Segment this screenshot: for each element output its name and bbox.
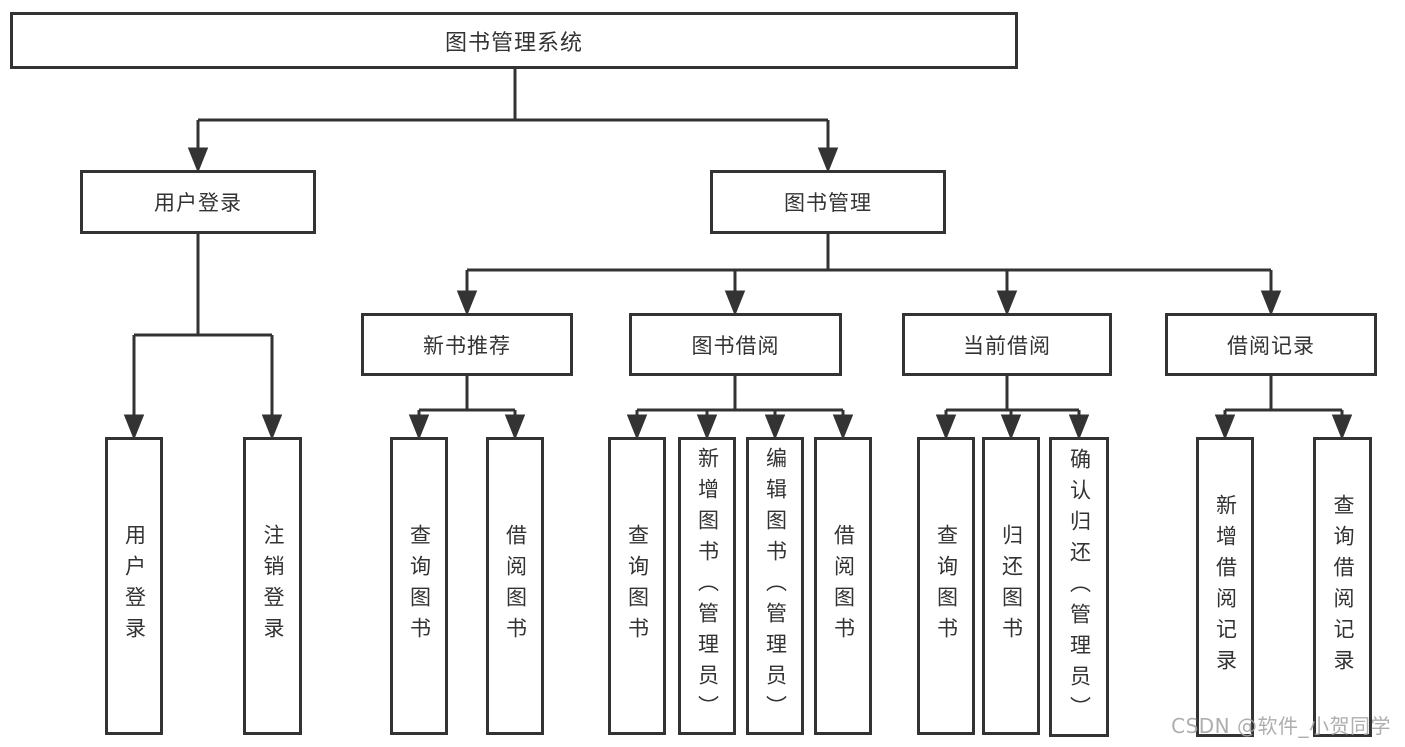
node-user-login: 用户登录 bbox=[80, 170, 316, 234]
arrow-down-icon bbox=[1068, 414, 1090, 441]
leaf-borrow-books: 借阅图书 bbox=[814, 437, 872, 735]
arrow-down-icon bbox=[456, 290, 478, 317]
arrow-down-icon bbox=[187, 147, 209, 174]
leaf-borrow-books-newbooks: 借阅图书 bbox=[486, 437, 544, 735]
node-book-borrow: 图书借阅 bbox=[629, 313, 842, 376]
node-borrow-records: 借阅记录 bbox=[1165, 313, 1377, 376]
leaf-query-borrow-record: 查询借阅记录 bbox=[1313, 437, 1372, 737]
node-book-management: 图书管理 bbox=[710, 170, 946, 234]
arrow-down-icon bbox=[817, 147, 839, 174]
leaf-add-borrow-record: 新增借阅记录 bbox=[1196, 437, 1254, 737]
leaf-return-books: 归还图书 bbox=[982, 437, 1040, 735]
leaf-query-books-borrow: 查询图书 bbox=[608, 437, 666, 735]
leaf-query-books-newbooks: 查询图书 bbox=[390, 437, 448, 735]
leaf-confirm-return-admin: 确认归还（管理员） bbox=[1049, 437, 1109, 737]
connector-root-to-level2 bbox=[187, 69, 839, 174]
arrow-down-icon bbox=[1331, 414, 1353, 441]
arrow-down-icon bbox=[1214, 414, 1236, 441]
leaf-user-login: 用户登录 bbox=[105, 437, 163, 735]
arrow-down-icon bbox=[626, 414, 648, 441]
node-new-book-recommend: 新书推荐 bbox=[361, 313, 573, 376]
arrow-down-icon bbox=[1260, 290, 1282, 317]
connector-newbooks-to-leaves bbox=[408, 376, 526, 441]
arrow-down-icon bbox=[764, 414, 786, 441]
arrow-down-icon bbox=[935, 414, 957, 441]
arrow-down-icon bbox=[123, 414, 145, 441]
leaf-edit-books-admin: 编辑图书（管理员） bbox=[746, 437, 804, 735]
connector-current-to-leaves bbox=[935, 376, 1090, 441]
arrow-down-icon bbox=[1000, 414, 1022, 441]
node-library-system: 图书管理系统 bbox=[10, 12, 1018, 69]
arrow-down-icon bbox=[504, 414, 526, 441]
arrow-down-icon bbox=[408, 414, 430, 441]
leaf-query-books-current: 查询图书 bbox=[917, 437, 975, 735]
connector-records-to-leaves bbox=[1214, 376, 1353, 441]
csdn-watermark: CSDN @软件_小贺同学 bbox=[1171, 714, 1391, 738]
connector-login-to-leaves bbox=[123, 234, 283, 441]
connector-borrow-to-leaves bbox=[626, 376, 854, 441]
node-current-borrow: 当前借阅 bbox=[902, 313, 1112, 376]
arrow-down-icon bbox=[261, 414, 283, 441]
arrow-down-icon bbox=[696, 414, 718, 441]
arrow-down-icon bbox=[832, 414, 854, 441]
arrow-down-icon bbox=[996, 290, 1018, 317]
arrow-down-icon bbox=[724, 290, 746, 317]
leaf-add-books-admin: 新增图书（管理员） bbox=[678, 437, 736, 735]
leaf-logout: 注销登录 bbox=[243, 437, 302, 735]
connector-bookmgmt-to-level3 bbox=[456, 234, 1282, 317]
